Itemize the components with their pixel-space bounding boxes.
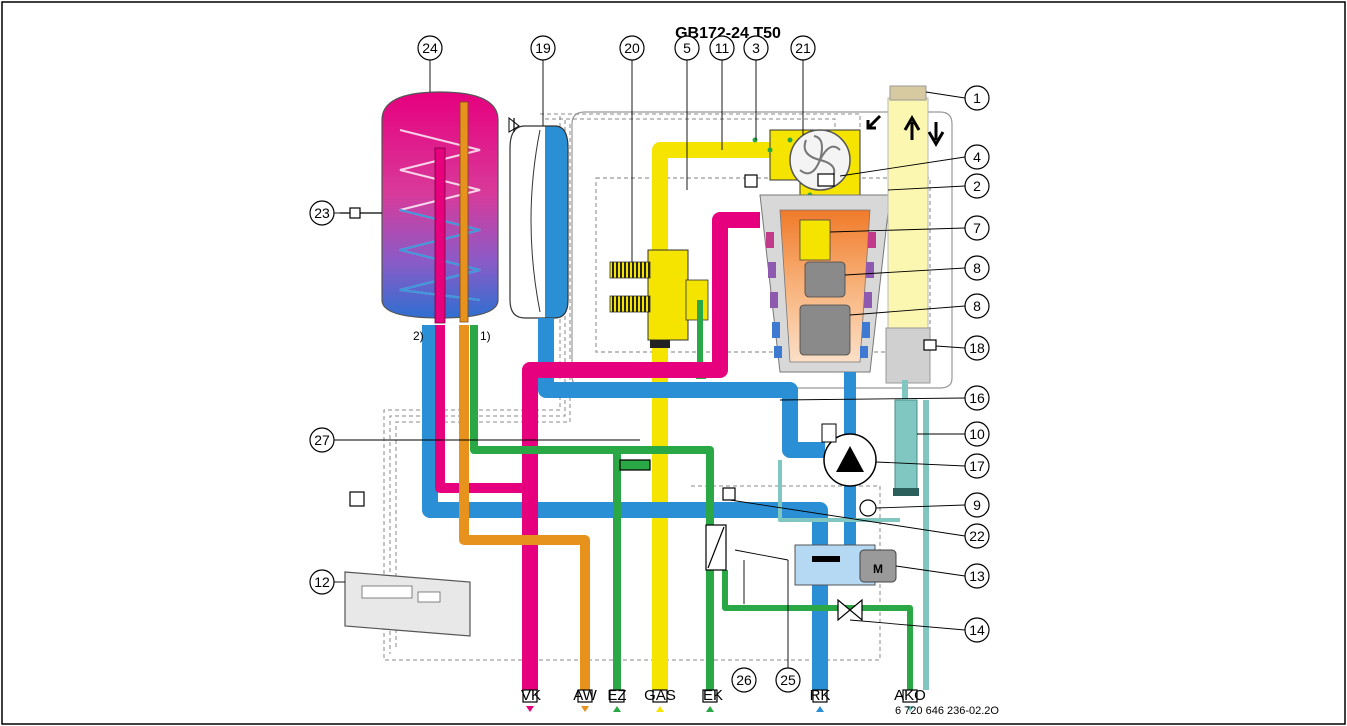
callout-5: 4 (964, 144, 990, 170)
storage-tank (340, 91, 499, 324)
svg-text:24: 24 (422, 40, 438, 56)
control-panel (344, 571, 471, 637)
svg-text:17: 17 (969, 458, 985, 474)
svg-text:1: 1 (973, 90, 981, 106)
callout-11: 11 (709, 35, 735, 61)
pump (821, 423, 877, 487)
svg-text:2: 2 (973, 178, 981, 194)
connection-stubs (522, 689, 918, 703)
svg-text:3: 3 (752, 40, 760, 56)
callout-7: 7 (964, 215, 990, 241)
callout-26: 26 (731, 667, 757, 693)
callout-14: 14 (964, 617, 990, 643)
callout-22: 22 (964, 523, 990, 549)
svg-text:10: 10 (969, 426, 985, 442)
svg-text:25: 25 (780, 672, 796, 688)
callout-20: 20 (619, 35, 645, 61)
svg-text:8: 8 (973, 260, 981, 276)
svg-text:13: 13 (969, 568, 985, 584)
callout-24: 24 (417, 35, 443, 61)
heat-exchanger (759, 194, 891, 373)
svg-text:23: 23 (314, 205, 330, 221)
callout-12: 12 (309, 569, 335, 595)
svg-text:12: 12 (314, 574, 330, 590)
svg-text:14: 14 (969, 622, 985, 638)
callout-18: 18 (964, 335, 990, 361)
label-gas: GAS (644, 687, 676, 704)
label-ek: EK (703, 687, 723, 704)
svg-text:16: 16 (969, 390, 985, 406)
callout-4: 5 (674, 35, 700, 61)
motor-label: M (873, 562, 883, 576)
fan (752, 129, 861, 228)
label-ako: AKO (894, 687, 926, 704)
label-vk: VK (521, 687, 541, 704)
callout-8b: 8 (964, 293, 990, 319)
svg-text:19: 19 (535, 40, 551, 56)
svg-text:4: 4 (973, 149, 981, 165)
flow-markers (526, 706, 914, 712)
callout-16: 16 (964, 385, 990, 411)
svg-text:21: 21 (795, 40, 811, 56)
svg-text:26: 26 (736, 672, 752, 688)
small-components (349, 173, 937, 622)
svg-text:9: 9 (973, 497, 981, 513)
callout-25: 25 (775, 667, 801, 693)
callout-19: 19 (530, 35, 556, 61)
callout-3: 3 (743, 35, 769, 61)
svg-text:11: 11 (715, 40, 730, 56)
diverter-valve: M (794, 544, 897, 586)
pipes (422, 212, 913, 690)
callout-13: 13 (964, 563, 990, 589)
expansion-vessel (508, 116, 569, 319)
svg-text:22: 22 (969, 528, 985, 544)
svg-text:7: 7 (973, 220, 981, 236)
footnote-2: 2) (413, 329, 424, 343)
label-rk: RK (810, 687, 831, 704)
flue (866, 85, 945, 384)
callout-27: 27 (309, 427, 335, 453)
callout-10: 10 (964, 421, 990, 447)
callout-21: 21 (790, 35, 816, 61)
svg-text:8: 8 (973, 298, 981, 314)
leader-lines (334, 60, 966, 670)
footnote-1: 1) (480, 329, 491, 343)
label-ez: EZ (607, 687, 626, 704)
callout-23: 23 (309, 200, 335, 226)
callout-1: 1 (964, 85, 990, 111)
svg-text:5: 5 (683, 40, 691, 56)
svg-text:27: 27 (314, 432, 330, 448)
callout-8a: 8 (964, 255, 990, 281)
condensate-trap (893, 380, 929, 690)
connection-labels: VK AW EZ GAS EK RK AKO (521, 687, 926, 704)
document-code: 6 720 646 236-02.2O (895, 705, 999, 717)
svg-text:20: 20 (624, 40, 640, 56)
callouts: 1 4 2 7 8 8 18 16 10 17 9 22 13 14 24 19… (309, 35, 990, 693)
callout-17: 17 (964, 453, 990, 479)
callout-9: 9 (964, 492, 990, 518)
svg-text:18: 18 (969, 340, 985, 356)
callout-2: 2 (964, 173, 990, 199)
label-aw: AW (573, 687, 597, 704)
